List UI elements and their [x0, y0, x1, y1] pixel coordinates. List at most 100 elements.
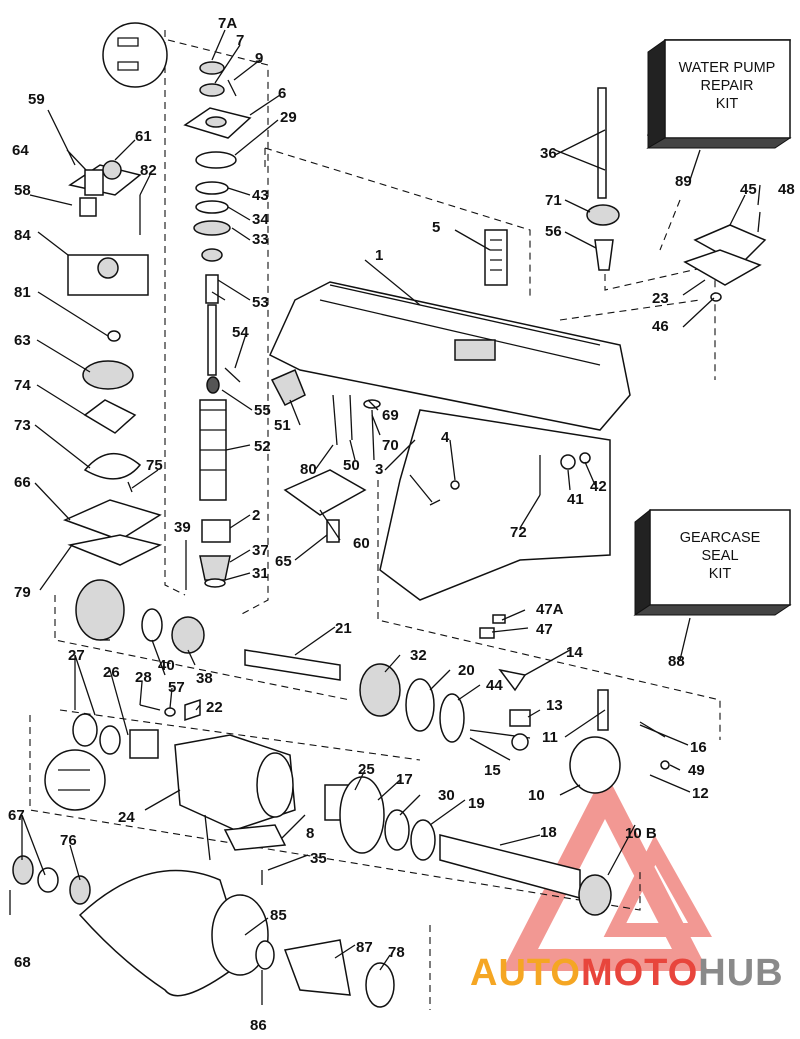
callout-74: 74 [14, 377, 31, 394]
callout-66: 66 [14, 474, 31, 491]
callout-4: 4 [441, 429, 450, 446]
callout-36: 36 [540, 145, 557, 162]
callout-75: 75 [146, 457, 163, 474]
callout-10: 10 [528, 787, 545, 804]
callout-87: 87 [356, 939, 373, 956]
callout-39: 39 [174, 519, 191, 536]
callout-13: 13 [546, 697, 563, 714]
callout-14: 14 [566, 644, 583, 661]
callout-54: 54 [232, 324, 249, 341]
callout-2: 2 [252, 507, 260, 524]
callout-60: 60 [353, 535, 370, 552]
callout-33: 33 [252, 231, 269, 248]
callout-55: 55 [254, 402, 271, 419]
callout-37: 37 [252, 542, 269, 559]
leader-lines [21, 29, 761, 1005]
callout-18: 18 [540, 824, 557, 841]
callout-82: 82 [140, 162, 157, 179]
callout-3: 3 [375, 461, 383, 478]
callout-79: 79 [14, 584, 31, 601]
callout-23: 23 [652, 290, 669, 307]
callout-59: 59 [28, 91, 45, 108]
callout-61: 61 [135, 128, 152, 145]
callout-42: 42 [590, 478, 607, 495]
assembly-group-lines [29, 30, 721, 1010]
callout-31: 31 [252, 565, 269, 582]
callout-5: 5 [432, 219, 440, 236]
watermark-text: AUTOMOTOHUB [470, 952, 784, 994]
callout-76: 76 [60, 832, 77, 849]
callout-7: 7 [236, 32, 244, 49]
callout-80: 80 [300, 461, 317, 478]
callout-45: 45 [740, 181, 757, 198]
callout-38: 38 [196, 670, 213, 687]
callout-78: 78 [388, 944, 405, 961]
callout-25: 25 [358, 761, 375, 778]
callout-50: 50 [343, 457, 360, 474]
callout-8: 8 [306, 825, 314, 842]
gearcase-kit-line3: KIT [709, 566, 732, 582]
callout-58: 58 [14, 182, 31, 199]
water-pump-kit-box: WATER PUMP REPAIR KIT [646, 39, 792, 149]
callout-70: 70 [382, 437, 399, 454]
parts-artwork [9, 22, 767, 1008]
callout-6: 6 [278, 85, 286, 102]
callout-20: 20 [458, 662, 475, 679]
callout-35: 35 [310, 850, 327, 867]
callout-48: 48 [778, 181, 795, 198]
callout-52: 52 [254, 438, 271, 455]
gearcase-kit-line1: GEARCASE [680, 530, 761, 546]
callout-56: 56 [545, 223, 562, 240]
callout-26: 26 [103, 664, 120, 681]
gearcase-seal-kit-box: GEARCASE SEAL KIT [633, 508, 792, 616]
callout-34: 34 [252, 211, 269, 228]
callout-29: 29 [280, 109, 297, 126]
callout-40: 40 [158, 657, 175, 674]
callout-67: 67 [8, 807, 25, 824]
callout-46: 46 [652, 318, 669, 335]
callout-65: 65 [275, 553, 292, 570]
callout-49: 49 [688, 762, 705, 779]
callout-12: 12 [692, 785, 709, 802]
water-pump-kit-line3: KIT [716, 96, 739, 112]
gearcase-kit-line2: SEAL [701, 548, 738, 564]
callout-51: 51 [274, 417, 291, 434]
callout-88: 88 [668, 653, 685, 670]
callout-89: 89 [675, 173, 692, 190]
callout-24: 24 [118, 809, 135, 826]
callout-16: 16 [690, 739, 707, 756]
callout-30: 30 [438, 787, 455, 804]
callout-1: 1 [375, 247, 383, 264]
callout-47a: 47A [536, 601, 564, 618]
callout-10b: 10 B [625, 825, 657, 842]
callout-17: 17 [396, 771, 413, 788]
callout-32: 32 [410, 647, 427, 664]
callout-9: 9 [255, 50, 263, 67]
callout-28: 28 [135, 669, 152, 686]
water-pump-kit-line2: REPAIR [701, 78, 754, 94]
callout-47: 47 [536, 621, 553, 638]
callout-73: 73 [14, 417, 31, 434]
callout-64: 64 [12, 142, 29, 159]
callout-57: 57 [168, 679, 185, 696]
callout-53: 53 [252, 294, 269, 311]
callout-44: 44 [486, 677, 503, 694]
callout-81: 81 [14, 284, 31, 301]
callout-11: 11 [542, 729, 558, 746]
callout-86: 86 [250, 1017, 267, 1034]
callout-69: 69 [382, 407, 399, 424]
water-pump-kit-line1: WATER PUMP [679, 60, 776, 76]
callout-68: 68 [14, 954, 31, 971]
callout-72: 72 [510, 524, 527, 541]
callout-84: 84 [14, 227, 31, 244]
callout-7a: 7A [218, 15, 237, 32]
callout-41: 41 [567, 491, 584, 508]
callout-15: 15 [484, 762, 501, 779]
callout-71: 71 [545, 192, 562, 209]
callout-22: 22 [206, 699, 223, 716]
callout-85: 85 [270, 907, 287, 924]
callout-63: 63 [14, 332, 31, 349]
callout-43: 43 [252, 187, 269, 204]
